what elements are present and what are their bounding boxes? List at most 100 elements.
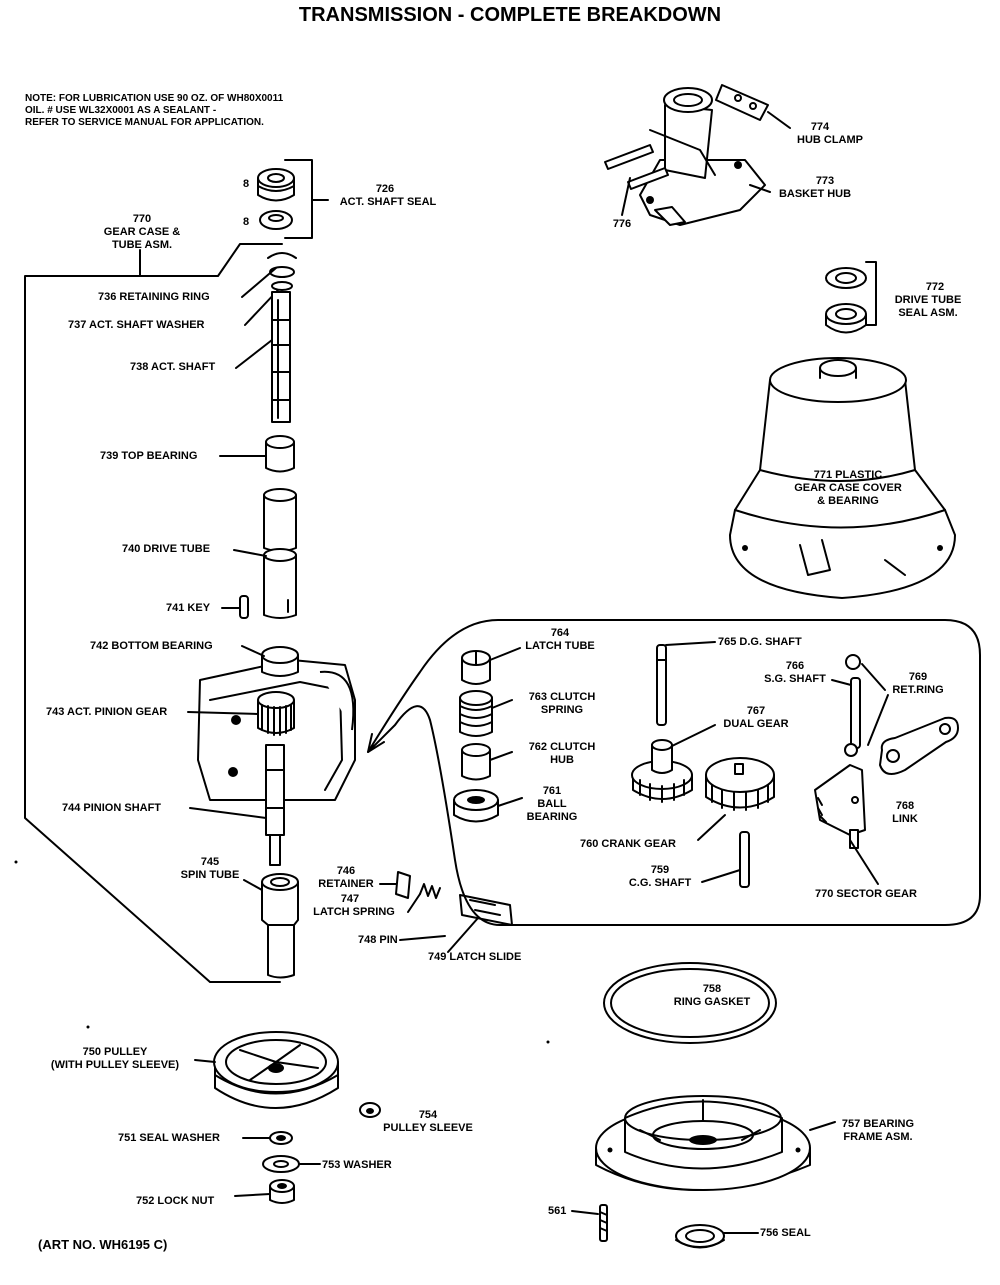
label-hub-clamp-num: 774	[811, 121, 830, 133]
pulley-sleeve-part	[359, 1102, 381, 1118]
label-act-shaft-washer: 737 ACT. SHAFT WASHER	[68, 319, 205, 331]
key-part	[239, 595, 249, 619]
leader-776	[621, 177, 631, 216]
ret-ring-part	[844, 654, 861, 757]
leader-clutch-spring	[491, 699, 513, 709]
label-776: 776	[613, 218, 631, 230]
washer-part	[262, 1155, 300, 1173]
note-line-1: NOTE: FOR LUBRICATION USE 90 OZ. OF WH80…	[25, 93, 284, 104]
label-drive-tube-seal-2: SEAL ASM.	[898, 307, 957, 319]
callout-bubble	[367, 619, 981, 926]
act-pinion-gear-part	[257, 691, 295, 736]
speck	[14, 860, 18, 864]
label-sector-gear: 770 SECTOR GEAR	[815, 888, 917, 900]
label-ring-gasket: RING GASKET	[674, 996, 751, 1008]
leader-hub-clamp	[767, 111, 791, 129]
hub-clamp-part	[715, 84, 769, 121]
bearing-frame-part	[595, 1095, 811, 1191]
leader-drive-tube	[233, 549, 267, 557]
clutch-spring-part	[459, 690, 493, 737]
retaining-ring-part	[267, 252, 297, 278]
leader-dg-shaft	[665, 641, 716, 646]
label-retring: RET.RING	[892, 684, 943, 696]
latch-spring-part	[419, 883, 441, 899]
label-act-shaft: 738 ACT. SHAFT	[130, 361, 215, 373]
label-key: 741 KEY	[166, 602, 211, 614]
label-drive-tube-seal-1: DRIVE TUBE	[895, 294, 962, 306]
label-gear-case-num: 770	[133, 213, 151, 225]
bracket-drive-tube-seal	[865, 261, 877, 326]
leader-dual-gear	[671, 724, 716, 747]
label-bearing-frame-2: FRAME ASM.	[843, 1131, 912, 1143]
label-ball-bearing-2: BEARING	[527, 811, 578, 823]
leader-spin-tube	[243, 879, 263, 891]
leader-clutch-hub	[489, 751, 513, 761]
drive-tube-seal-part	[825, 267, 867, 334]
art-number: (ART NO. WH6195 C)	[38, 1237, 167, 1252]
label-cg-shaft: C.G. SHAFT	[629, 877, 692, 889]
act-shaft-seal-part	[257, 168, 295, 230]
screw-561-part	[599, 1204, 608, 1242]
pulley-part	[213, 1031, 339, 1109]
label-dual-gear: DUAL GEAR	[723, 718, 788, 730]
leader-crank-gear	[697, 814, 726, 841]
label-gear-case-cover-1: 771 PLASTIC	[814, 469, 883, 481]
label-gear-case-cover-2: GEAR CASE COVER	[794, 482, 902, 494]
label-pulley-2: (WITH PULLEY SLEEVE)	[51, 1059, 179, 1071]
label-561: 561	[548, 1205, 566, 1217]
label-ring-gasket-num: 758	[703, 983, 721, 995]
label-pulley-sleeve-num: 754	[419, 1109, 438, 1121]
label-latch-slide: 749 LATCH SLIDE	[428, 951, 521, 963]
label-retainer-num: 746	[337, 865, 355, 877]
label-clutch-spring-num: 763 CLUTCH	[529, 691, 596, 703]
label-retaining-ring: 736 RETAINING RING	[98, 291, 210, 303]
label-link-num: 768	[896, 800, 914, 812]
label-link: LINK	[892, 813, 918, 825]
label-latch-spring-num: 747	[341, 893, 359, 905]
link-part	[879, 716, 959, 775]
crank-gear-part	[705, 757, 775, 811]
label-pinion-shaft: 744 PINION SHAFT	[62, 802, 161, 814]
label-bearing-frame-1: 757 BEARING	[842, 1118, 914, 1130]
label-washer: 753 WASHER	[322, 1159, 392, 1171]
sg-shaft-part	[850, 677, 861, 749]
label-drive-tube-seal-num: 772	[926, 281, 944, 293]
clutch-hub-part	[461, 743, 491, 781]
label-basket-hub-num: 773	[816, 175, 834, 187]
leader-561	[571, 1210, 599, 1215]
sector-gear-part	[814, 764, 866, 849]
leader-lock-nut	[234, 1193, 271, 1197]
label-ball-bearing-num: 761	[543, 785, 561, 797]
leader-sg-shaft	[831, 679, 852, 686]
label-top-bearing: 739 TOP BEARING	[100, 450, 197, 462]
leader-act-pinion-gear	[187, 711, 259, 715]
seal-washer-part	[269, 1131, 293, 1145]
label-sg-shaft: S.G. SHAFT	[764, 673, 826, 685]
label-basket-hub: BASKET HUB	[779, 188, 851, 200]
label-clutch-hub: HUB	[550, 754, 574, 766]
label-spin-tube: SPIN TUBE	[181, 869, 240, 881]
leader-basket-hub	[749, 184, 771, 193]
leader-bearing-frame	[809, 1121, 836, 1131]
label-seal-washer: 751 SEAL WASHER	[118, 1132, 220, 1144]
label-act-pinion-gear: 743 ACT. PINION GEAR	[46, 706, 167, 718]
diagram-title: TRANSMISSION - COMPLETE BREAKDOWN	[299, 4, 721, 26]
leader-latch-tube	[489, 647, 521, 661]
label-gear-case-1: GEAR CASE &	[104, 226, 180, 238]
note-line-2: OIL. # USE WL32X0001 AS A SEALANT -	[25, 105, 216, 116]
label-crank-gear: 760 CRANK GEAR	[580, 838, 676, 850]
label-s1: 8	[243, 178, 249, 190]
pinion-shaft-part	[265, 744, 285, 866]
lock-nut-part	[269, 1179, 295, 1204]
top-bearing-part	[265, 435, 295, 473]
label-dual-gear-num: 767	[747, 705, 765, 717]
label-s2: 8	[243, 216, 249, 228]
leader-retaining-ring	[241, 267, 277, 298]
label-act-shaft-seal-num: 726	[376, 183, 394, 195]
label-seal-756: 756 SEAL	[760, 1227, 811, 1239]
label-clutch-spring: SPRING	[541, 704, 583, 716]
label-gear-case-cover-3: & BEARING	[817, 495, 879, 507]
leader-sector-gear	[849, 839, 879, 885]
label-drive-tube: 740 DRIVE TUBE	[122, 543, 210, 555]
label-hub-clamp: HUB CLAMP	[797, 134, 863, 146]
